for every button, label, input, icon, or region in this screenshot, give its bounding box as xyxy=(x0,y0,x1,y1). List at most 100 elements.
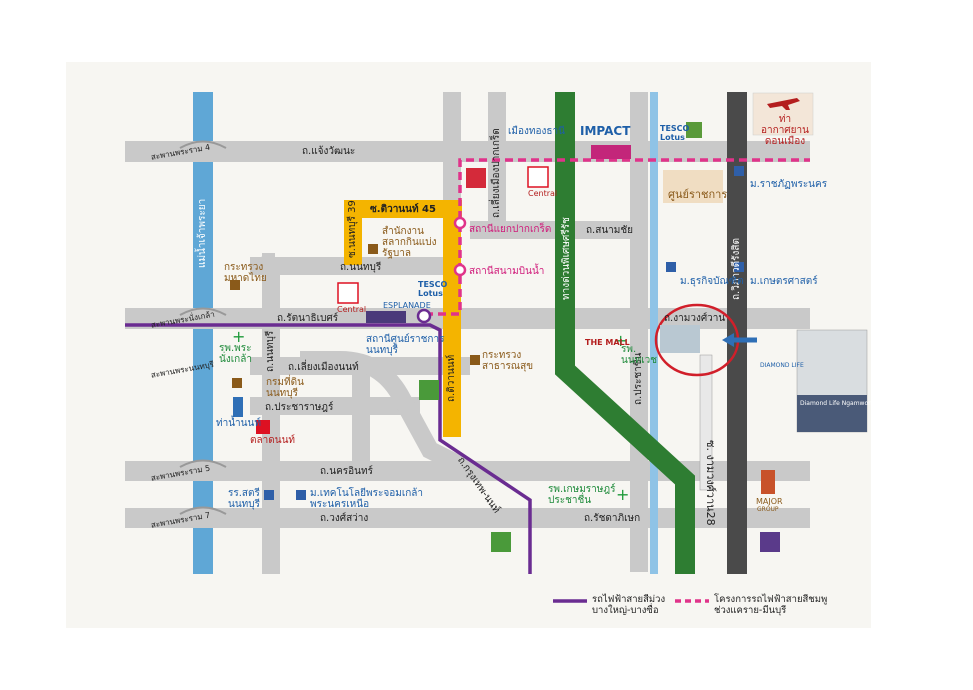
label-project-sub: DIAMOND LIFE xyxy=(760,362,804,369)
label-rattanathibet: ถ.รัตนาธิเบศร์ xyxy=(277,313,339,324)
building-icon-lottery xyxy=(368,244,378,254)
hospital-cross-3: + xyxy=(616,485,629,504)
purple-line-route xyxy=(125,323,532,574)
legend-purple-text: รถไฟฟ้าสายสีม่วง บางใหญ่-บางซื่อ xyxy=(592,594,665,616)
label-rajabhat: ม.ราชภัฏพระนคร xyxy=(750,179,828,190)
label-station-sanambinnam: สถานีสนามบินน้ำ xyxy=(469,266,545,277)
airplane-icon xyxy=(767,98,800,110)
building-icon-kaset xyxy=(734,262,744,272)
label-esplanade: ESPLANADE xyxy=(383,301,431,310)
building-icon-rajabhat xyxy=(734,166,744,176)
label-soon-ratchakarn: ศูนย์ราชการ xyxy=(668,188,728,201)
label-ratchadaphisek: ถ.รัชดาภิเษก xyxy=(584,513,641,524)
expressway-si-rat xyxy=(555,92,695,574)
label-major: MAJOR xyxy=(756,497,783,506)
bridge5-arc xyxy=(179,459,227,468)
label-nonthaburi-v: ถ.นนทบุรี xyxy=(265,330,276,372)
pink-line-route xyxy=(425,158,810,316)
bigc-icon-bottom xyxy=(491,532,511,552)
label-sanamchai: ถ.สนามชัย xyxy=(586,225,634,236)
label-nonthaburi: ถ.นนทบุรี xyxy=(340,262,382,273)
bridge7-arc xyxy=(179,506,227,515)
road-tiwanon-yellow xyxy=(443,200,461,437)
label-wong-sawang: ถ.วงศ์สว่าง xyxy=(320,513,369,524)
building-icon-dhurakij xyxy=(666,262,676,272)
label-office-lottery: สำนักงาน สลากกินแบ่ง รัฐบาล xyxy=(382,226,437,259)
label-pier: ท่าน้ำนนท์ xyxy=(216,418,261,429)
label-dhurakij: ม.ธุรกิจบัณฑิต xyxy=(680,276,744,287)
label-the-mall: THE MALL xyxy=(585,338,630,347)
label-liang-mueang-pakkret: ถ.เลี่ยงเมืองปากเกร็ด xyxy=(491,128,502,218)
legend-purple-line2: บางใหญ่-บางซื่อ xyxy=(592,605,659,616)
label-tesco-top: TESCO Lotus xyxy=(660,124,690,142)
blue-rail-vertical xyxy=(650,92,658,574)
train-icon-mid xyxy=(366,311,406,323)
label-tiwanon: ถ.ติวานนท์ xyxy=(446,354,457,402)
label-central-top: Central xyxy=(528,189,558,198)
building-icon-land xyxy=(232,378,242,388)
bigc-icon-mid xyxy=(419,380,439,400)
major-icon xyxy=(761,470,775,494)
label-chaeng-wattana: ถ.แจ้งวัฒนะ xyxy=(302,146,356,157)
label-hosp-nonthavej: รพ. นนทเวช xyxy=(621,344,658,366)
label-mueang-thong: เมืองทองธานี xyxy=(508,126,565,137)
label-market: ตลาดนนท์ xyxy=(250,435,295,446)
soon-ratchakarn-box xyxy=(663,170,723,203)
road-prachachuen xyxy=(630,92,648,572)
building-icon-school xyxy=(264,490,274,500)
label-nakhon-in: ถ.นครอินทร์ xyxy=(320,466,373,477)
road-nonthaburi-v xyxy=(262,260,280,574)
road-west-v xyxy=(352,357,370,467)
label-hosp-kasemrad: รพ.เกษมราษฎร์ ประชาชื่น xyxy=(548,484,616,506)
legend-pink-text: โครงการรถไฟฟ้าสายสีชมพู ช่วงแคราย-มีนบุร… xyxy=(714,594,827,616)
road-curve-west xyxy=(253,253,276,276)
label-river: แม่น้ำเจ้าพระยา xyxy=(197,198,208,268)
legend-pink-line1: โครงการรถไฟฟ้าสายสีชมพู xyxy=(714,594,828,605)
central-icon-top xyxy=(527,166,549,188)
road-soi-tiwanon45 xyxy=(344,200,462,218)
label-liang-mueang: ถ.เลี่ยงเมืองนนท์ xyxy=(288,362,359,373)
road-soi-nonthaburi39 xyxy=(344,200,362,265)
road-pakkret-v2 xyxy=(488,92,506,222)
label-ministry-health: กระทรวง สาธารณสุข xyxy=(482,350,534,372)
label-pracharat: ถ.ประชาราษฎร์ xyxy=(265,402,334,413)
label-nonthaburi39: ซ.นนทบุรี 39 xyxy=(347,200,358,258)
label-hosp-nangklao: รพ.พระ นั่งเกล้า xyxy=(219,343,252,365)
bridge4-arc xyxy=(179,140,227,149)
hospital-cross-2: + xyxy=(614,331,627,350)
road-nonthaburi-h xyxy=(250,257,460,275)
label-major-sub: GROUP xyxy=(757,506,779,513)
central-icon-mid xyxy=(337,282,359,304)
label-central-mid: Central xyxy=(337,305,367,314)
label-station-pakkret: สถานีแยกปากเกร็ด xyxy=(469,224,552,235)
label-ngamwongwan28: ซ. งามวงศ์วาน28 xyxy=(704,440,717,526)
station-pink1-marker xyxy=(453,216,467,230)
station-civic-marker xyxy=(416,308,432,324)
road-ngamwongwan28 xyxy=(699,354,713,491)
label-project-title: Diamond Life Ngamwongwan xyxy=(800,400,889,407)
label-ngamwongwan: ถ.งามวงศ์วาน xyxy=(664,313,726,324)
label-station-civic: สถานีศูนย์ราชการ นนทบุรี xyxy=(366,334,445,356)
hospital-cross-1: + xyxy=(232,327,245,346)
project-card-footer xyxy=(797,395,867,432)
chao-phraya-river xyxy=(193,92,213,574)
bridge-nangklao-arc xyxy=(179,307,227,316)
label-ministry-interior: กระทรวง มหาดไทย xyxy=(224,262,267,284)
road-pracharat-h xyxy=(250,397,420,415)
road-sanambinnam-h xyxy=(470,221,630,239)
legend-pink-line2: ช่วงแคราย-มีนบุรี xyxy=(714,605,787,616)
project-thumb xyxy=(660,325,700,353)
airport-box xyxy=(752,92,814,136)
legend-purple-line1: รถไฟฟ้าสายสีม่วง xyxy=(592,594,666,605)
clock-tower-icon xyxy=(233,397,243,417)
label-impact: IMPACT xyxy=(580,124,631,138)
market-icon xyxy=(256,420,270,434)
station-pink2-marker xyxy=(453,263,467,277)
label-vibhavadi: ถ.วิภาวดีรังสิต xyxy=(731,237,742,300)
scb-icon xyxy=(760,532,780,552)
road-diagonal-sw xyxy=(300,351,475,479)
label-tesco-mid: TESCO Lotus xyxy=(418,280,448,298)
label-tiwanon45: ซ.ติวานนท์ 45 xyxy=(370,204,436,215)
label-dept-land: กรมที่ดิน นนทบุรี xyxy=(266,377,304,399)
